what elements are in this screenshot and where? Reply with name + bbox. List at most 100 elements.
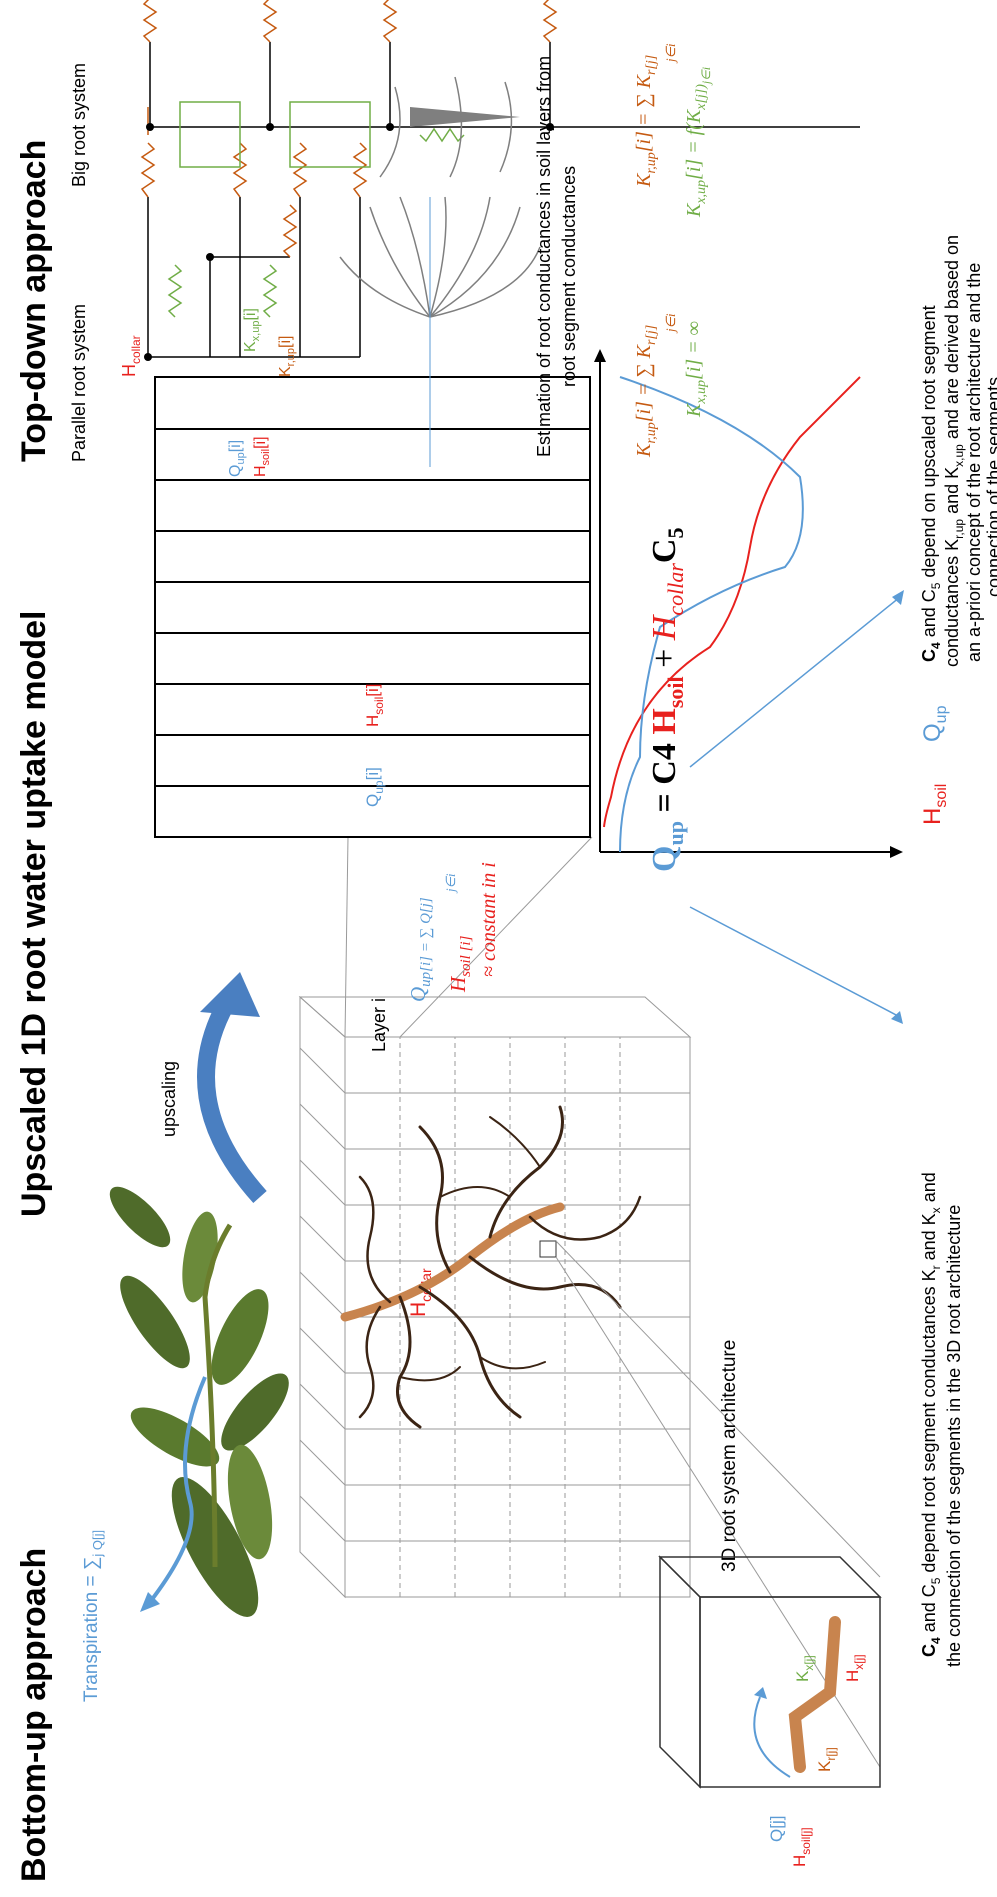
soil-top-line — [299, 1159, 346, 1206]
td-q-up: Qup[i] — [227, 440, 247, 477]
inset-hx-label: Hx[j] — [843, 1654, 866, 1682]
root — [468, 1255, 622, 1309]
leaf — [120, 1275, 190, 1369]
note-right-line3: an a-priori concept of the root architec… — [964, 263, 984, 662]
note-right-line2: conductances Kr,up and Kx,up and are der… — [942, 235, 966, 667]
big-root-sketch — [379, 76, 520, 178]
td-kx-up: Kx,up[i] — [242, 308, 262, 352]
approx-constant: ≈ constant in i — [478, 862, 500, 977]
heading-upscaled: Upscaled 1D root water uptake model — [15, 611, 53, 1218]
kr-resistor — [292, 142, 308, 198]
soil-top-line — [299, 1103, 346, 1150]
parallel-circuit — [140, 107, 368, 361]
soil-top-line — [299, 1215, 346, 1262]
td-kr-up: Kr,up[i] — [277, 336, 297, 377]
eq-kx-big: Kx,up[i] = f(Kx[j])j∈i — [683, 67, 713, 218]
plot-x-axis-arrowhead — [890, 846, 903, 858]
transpiration-label: Transpiration = ∑j Q[j] — [81, 1530, 105, 1702]
root — [399, 1366, 461, 1382]
kx-parallel-block — [289, 101, 371, 168]
root-line — [429, 206, 521, 318]
soil-top-line — [299, 1047, 346, 1094]
zoom-line — [555, 1240, 881, 1578]
inset-q-arrow — [753, 1696, 791, 1778]
layer-i-label: Layer i — [369, 998, 389, 1052]
q-up-formula-index: j∈i — [443, 873, 458, 894]
kr-resistor — [262, 0, 278, 43]
soil-block — [298, 995, 692, 1599]
note-right-line4: connection of the segments — [984, 377, 997, 597]
big-circuit — [142, 0, 860, 168]
inset-hsoil-label: Hsoil[j] — [790, 1827, 813, 1867]
plant-stem — [202, 1223, 233, 1568]
estimation-line1: Estimation of root conductances in soil … — [534, 56, 554, 457]
root-line — [429, 196, 447, 318]
kr-resistor — [382, 0, 398, 43]
note-arrowhead-right — [892, 590, 904, 605]
leaf — [221, 1373, 289, 1451]
q-up-formula: Qup[i] = ∑ Q[j] — [406, 897, 434, 1002]
upscaling-arrowhead — [200, 972, 260, 1017]
kr-resistor — [140, 142, 156, 198]
root-line — [449, 76, 463, 178]
inset-kx-label: Kx[j] — [793, 1655, 816, 1682]
plant-leaves — [109, 1186, 289, 1617]
big-root-shape — [410, 107, 520, 127]
plot-y-axis-arrowhead — [594, 349, 606, 362]
heading-top-down: Top-down approach — [15, 140, 53, 462]
kr-resistor — [352, 142, 368, 198]
eq-kx-parallel: Kx,up[i] = ∞ — [683, 321, 709, 418]
big-title: Big root system — [69, 63, 89, 187]
leaf — [109, 1186, 171, 1248]
profile-plot — [594, 349, 903, 858]
root-line — [339, 256, 431, 318]
root — [418, 1285, 522, 1419]
leaf — [130, 1407, 220, 1467]
kx-resistor — [262, 264, 278, 318]
zoom-box — [539, 1240, 557, 1258]
estimation-line2: root segment conductances — [559, 166, 579, 387]
root-line — [429, 246, 541, 318]
eq-kr-parallel: Kr,up[i] = ∑ Kr[j] — [633, 325, 659, 458]
layer-connector — [399, 836, 593, 1038]
eq-kr-parallel-index: j∈i — [663, 313, 678, 334]
q-up-curve — [619, 376, 804, 853]
taproot — [340, 1202, 565, 1322]
arch-label: 3D root system architecture — [719, 1340, 740, 1572]
soil-top-line — [299, 1383, 346, 1430]
kr-resistor — [542, 0, 558, 43]
eq-kr-big: Kr,up[i] = ∑ Kr[j] — [633, 55, 659, 188]
soil-top-line — [299, 1439, 346, 1486]
soil-top-line — [299, 1327, 346, 1374]
note-arrowhead-left — [891, 1011, 903, 1024]
note-left-line2: the connection of the segments in the 3D… — [944, 1205, 964, 1667]
parallel-root-sketch — [339, 196, 541, 318]
inset-root-segment — [788, 1616, 841, 1773]
td-h-soil: Hsoil[i] — [252, 436, 272, 477]
inset-side — [658, 1556, 882, 1598]
node — [206, 253, 214, 261]
inset-q-arrowhead — [754, 1687, 767, 1699]
soil-block-side — [298, 996, 692, 1038]
soil-top-line — [299, 1271, 346, 1318]
root-line — [499, 81, 513, 173]
inset-qj-label: Q[j] — [767, 1816, 786, 1842]
cell-h-label: Hsoil[i] — [363, 683, 386, 727]
root-system-3d — [340, 1105, 642, 1429]
root — [489, 1116, 541, 1168]
root — [358, 1175, 392, 1304]
root-line — [379, 86, 401, 178]
root-line — [429, 196, 491, 318]
h-soil-curve — [603, 376, 861, 828]
root — [439, 1186, 511, 1198]
inset-cube — [658, 1555, 882, 1789]
transpiration-arrowhead — [140, 1592, 160, 1612]
inset-kr-label: Kr[j] — [815, 1747, 838, 1772]
model-column-box — [154, 376, 591, 838]
kr-resistor — [282, 204, 298, 258]
upscaling-label: upscaling — [159, 1061, 179, 1137]
kx-resistor — [419, 127, 465, 143]
